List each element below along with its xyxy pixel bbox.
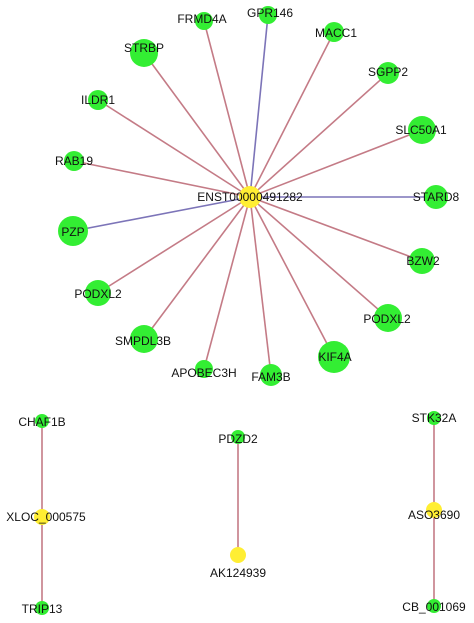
label-spoke-3: STRBP (124, 41, 164, 55)
label-spoke-13: SMPDL3B (115, 334, 171, 348)
label-sub-0-middle: XLOC_000575 (6, 510, 86, 524)
node-spoke-13 (130, 325, 158, 353)
edge-hub-10 (249, 196, 423, 262)
node-spoke-7 (64, 151, 84, 171)
label-hub: ENST00000491282 (197, 190, 303, 204)
edge-hub-5 (97, 99, 251, 198)
label-spoke-15: APOBEC3H (171, 366, 236, 380)
label-spoke-11: PODXL2 (74, 287, 122, 301)
edge-hub-15 (203, 196, 251, 370)
label-spoke-16: FAM3B (251, 370, 290, 384)
node-spoke-2 (324, 22, 344, 42)
label-spoke-7: RAB19 (55, 154, 93, 168)
node-spoke-11 (85, 280, 111, 306)
edge-hub-13 (143, 196, 251, 340)
label-spoke-9: PZP (61, 225, 84, 239)
label-spoke-8: STARD8 (413, 190, 460, 204)
label-sub-2-bottom: CB_001069 (402, 600, 466, 614)
node-spoke-16 (260, 364, 282, 386)
label-sub-2-top: STK32A (412, 411, 457, 425)
edge-hub-14 (249, 196, 335, 358)
node-spoke-15 (195, 360, 213, 378)
node-sub-1-middle (230, 547, 246, 563)
node-sub-0-top (35, 414, 49, 428)
edge-hub-7 (73, 160, 251, 198)
edge-hub-4 (249, 72, 389, 198)
label-sub-0-bottom: TRIP13 (22, 602, 63, 616)
label-spoke-4: SGPP2 (368, 65, 408, 79)
label-spoke-0: FRMD4A (177, 12, 226, 26)
edge-hub-9 (72, 196, 251, 232)
node-spoke-1 (259, 6, 277, 24)
label-spoke-14: KIF4A (318, 350, 351, 364)
node-sub-0-bottom (35, 601, 49, 615)
node-sub-2-top (427, 411, 441, 425)
label-sub-1-top: PDZD2 (218, 432, 258, 446)
label-spoke-2: MACC1 (315, 26, 357, 40)
label-spoke-5: ILDR1 (81, 93, 115, 107)
edge-hub-0 (203, 20, 251, 198)
edge-hub-1 (249, 14, 269, 198)
node-sub-2-middle (426, 502, 442, 518)
label-spoke-6: SLC50A1 (395, 123, 447, 137)
edge-hub-12 (249, 196, 389, 319)
node-spoke-9 (58, 216, 88, 246)
label-spoke-10: BZW2 (406, 254, 440, 268)
edge-hub-2 (249, 31, 335, 198)
edge-hub-11 (97, 196, 251, 294)
edge-hub-3 (143, 52, 251, 198)
label-sub-2-middle: ASO3690 (408, 508, 460, 522)
label-spoke-12: PODXL2 (363, 312, 411, 326)
node-spoke-3 (130, 39, 158, 67)
node-spoke-4 (377, 62, 399, 84)
edge-hub-6 (249, 129, 423, 198)
node-sub-0-middle (34, 509, 50, 525)
node-sub-1-top (231, 430, 245, 444)
node-spoke-12 (374, 304, 402, 332)
label-spoke-1: GPR146 (247, 6, 293, 20)
node-spoke-14 (318, 341, 350, 373)
node-sub-2-bottom (427, 599, 441, 613)
node-spoke-5 (88, 90, 108, 110)
nodes-layer (34, 6, 448, 615)
label-sub-0-top: CHAF1B (18, 415, 65, 429)
node-spoke-0 (195, 12, 213, 30)
node-spoke-8 (424, 185, 448, 209)
node-spoke-6 (408, 116, 436, 144)
edge-hub-16 (249, 196, 272, 376)
node-hub (239, 186, 261, 208)
label-sub-1-middle: AK124939 (210, 566, 266, 580)
node-spoke-10 (409, 248, 435, 274)
